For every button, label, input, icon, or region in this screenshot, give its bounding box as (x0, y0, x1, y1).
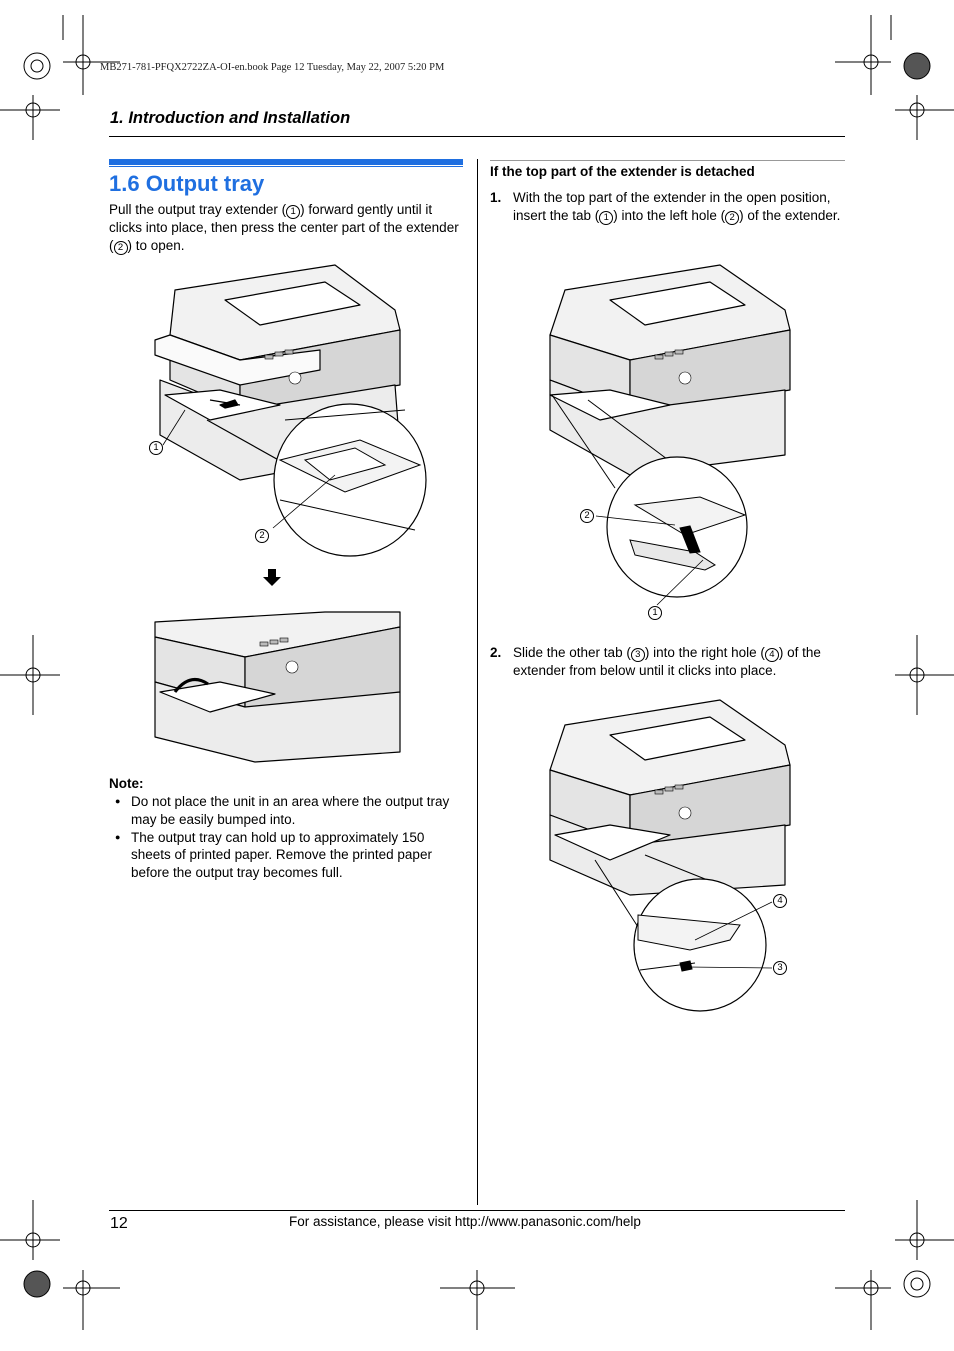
figure-callout-4: 4 (773, 894, 787, 908)
column-divider (477, 159, 478, 1205)
callout-4-marker: 4 (764, 648, 779, 662)
note-heading: Note: (109, 776, 144, 791)
note-item: The output tray can hold up to approxima… (109, 829, 465, 882)
intro-text-3: ) to open. (127, 237, 185, 253)
callout-2-marker: 2 (725, 210, 740, 225)
step-1-text-1: With the top part of the extender in the… (513, 190, 831, 223)
chapter-title: 1. Introduction and Installation (110, 109, 351, 127)
assistance-text: For assistance, please visit http://www.… (289, 1214, 641, 1229)
section-bar (109, 159, 463, 165)
step-2-text-3: ) of the extender from below until it cl… (513, 645, 821, 678)
illustration-extender-pull (154, 264, 427, 557)
figure-callout-2: 2 (580, 509, 594, 523)
page-number: 12 (110, 1215, 128, 1232)
subsection-rule (490, 160, 845, 161)
callout-3-marker: 3 (630, 648, 645, 662)
section-bar-line (109, 166, 463, 167)
figure-callout-3: 3 (773, 961, 787, 975)
callout-1-marker: 1 (286, 205, 301, 219)
note-item: Do not place the unit in an area where t… (109, 793, 465, 829)
subsection-heading: If the top part of the extender is detac… (490, 164, 755, 179)
footer-rule (109, 1210, 845, 1211)
down-arrow-icon (263, 569, 281, 586)
step-1-text-2: ) into the left hole ( (613, 207, 726, 223)
intro-text-2: ) forward gently until it clicks into pl… (109, 202, 459, 253)
print-info: MB271-781-PFQX2722ZA-OI-en.book Page 12 … (100, 62, 445, 73)
step-2-text-2: ) into the right hole ( (644, 645, 765, 660)
section-title: 1.6 Output tray (109, 171, 265, 196)
illustration-insert-right-tab (549, 699, 791, 1012)
callout-2-marker: 2 (113, 240, 128, 255)
illustration-extender-open (154, 611, 401, 763)
step-2: 2. Slide the other tab (3) into the righ… (490, 644, 845, 680)
figure-callout-1: 1 (648, 606, 662, 620)
section-intro: Pull the output tray extender (1) forwar… (109, 201, 461, 255)
header-rule (109, 136, 845, 137)
figure-callout-2: 2 (255, 529, 269, 543)
step-1: 1. With the top part of the extender in … (490, 189, 845, 225)
callout-1-marker: 1 (599, 210, 614, 225)
figure-callout-1: 1 (149, 441, 163, 455)
note-list: Do not place the unit in an area where t… (109, 793, 465, 882)
step-1-number: 1. (490, 190, 502, 205)
step-1-text: With the top part of the extender in the… (513, 189, 845, 225)
step-1-text-3: ) of the extender. (739, 207, 841, 223)
step-2-text: Slide the other tab (3) into the right h… (513, 644, 845, 680)
step-2-text-1: Slide the other tab ( (513, 645, 631, 660)
step-2-number: 2. (490, 645, 502, 660)
intro-text-1: Pull the output tray extender ( (109, 202, 287, 217)
illustration-insert-left-tab (549, 264, 791, 606)
